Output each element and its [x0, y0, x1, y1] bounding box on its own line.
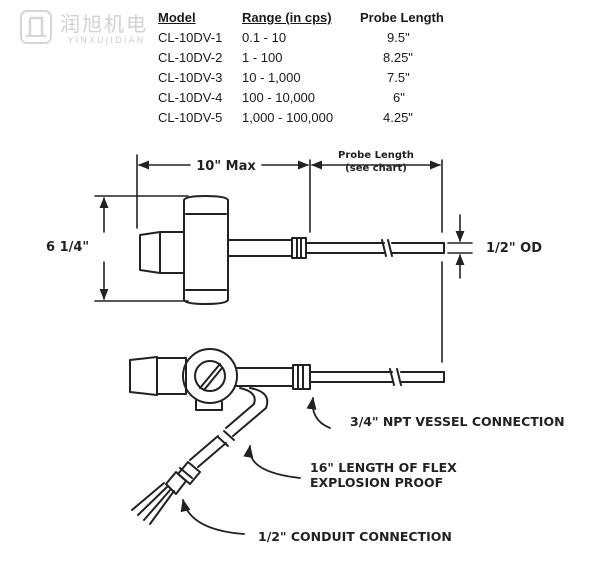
company-logo-icon [20, 10, 52, 44]
row-length: 8.25" [383, 50, 413, 65]
dim-od-label: 1/2" OD [486, 241, 542, 256]
dim-probe-label-line1: Probe Length [338, 150, 414, 161]
logo-en-text: YINXUJIDIAN [68, 36, 146, 46]
row-model: CL-10DV-1 [158, 30, 223, 45]
callout-vessel-connection: 3/4" NPT VESSEL CONNECTION [350, 414, 565, 429]
row-model: CL-10DV-5 [158, 110, 223, 125]
callout-conduit-connection: 1/2" CONDUIT CONNECTION [258, 529, 452, 544]
model-table: Model Range (in cps) Probe Length CL-10D… [0, 0, 610, 140]
row-length: 7.5" [387, 70, 410, 85]
row-length: 9.5" [387, 30, 410, 45]
header-probe-length: Probe Length [360, 10, 444, 25]
header-model: Model [158, 10, 196, 25]
dim-probe-label-line2: (see chart) [345, 163, 407, 174]
row-range: 100 - 10,000 [242, 90, 316, 105]
bottom-view [129, 348, 445, 525]
callout-flex-line2: EXPLOSION PROOF [310, 475, 443, 490]
row-range: 0.1 - 10 [242, 30, 287, 45]
logo-cn-text: 润旭机电 [60, 12, 148, 36]
header-range: Range (in cps) [242, 10, 332, 25]
row-range: 10 - 1,000 [242, 70, 301, 85]
company-logo: 润旭机电 YINXUJIDIAN [16, 6, 166, 50]
callout-flex-line1: 16" LENGTH OF FLEX [310, 460, 457, 475]
dim-width-label: 10" Max [196, 159, 256, 174]
row-length: 4.25" [383, 110, 413, 125]
top-view [139, 195, 445, 305]
row-model: CL-10DV-2 [158, 50, 223, 65]
dim-height-label: 6 1/4" [46, 240, 89, 255]
row-range: 1 - 100 [242, 50, 283, 65]
row-length: 6" [393, 90, 405, 105]
row-range: 1,000 - 100,000 [242, 110, 334, 125]
callout-leaders [180, 396, 331, 535]
row-model: CL-10DV-4 [158, 90, 223, 105]
row-model: CL-10DV-3 [158, 70, 223, 85]
dimension-lines [94, 154, 473, 363]
